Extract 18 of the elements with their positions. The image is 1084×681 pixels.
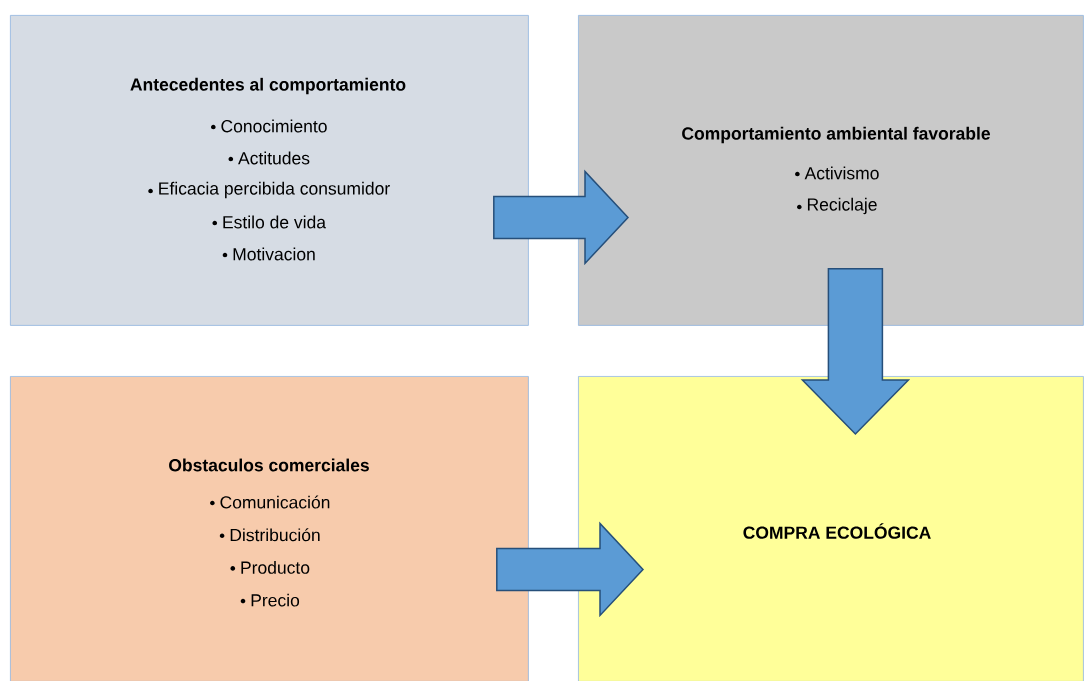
box-heading: Comportamiento ambiental favorable: [682, 126, 990, 144]
bullet-item: Producto: [230, 560, 310, 574]
bullet-item: Comunicación: [210, 495, 330, 509]
bullet-item: Actitudes: [228, 151, 310, 165]
block-arrow: [493, 169, 630, 266]
block-arrow: [496, 521, 645, 618]
bullet-item: Reciclaje: [797, 197, 877, 215]
bullet-item: Conocimiento: [211, 119, 327, 133]
box-heading: Obstaculos comerciales: [169, 458, 369, 472]
bullet-item: Precio: [240, 593, 300, 607]
bullet-item: Activismo: [795, 166, 879, 180]
bullet-item: Distribución: [219, 528, 320, 542]
bullet-item: Motivacion: [222, 247, 315, 261]
block-arrow: [800, 268, 911, 436]
bullet-item: Estilo de vida: [212, 215, 327, 229]
box-heading: Antecedentes al comportamiento: [130, 77, 406, 95]
bullet-item: Eficacia percibida consumidor: [148, 181, 390, 199]
box-heading: COMPRA ECOLÓGICA: [743, 523, 931, 539]
